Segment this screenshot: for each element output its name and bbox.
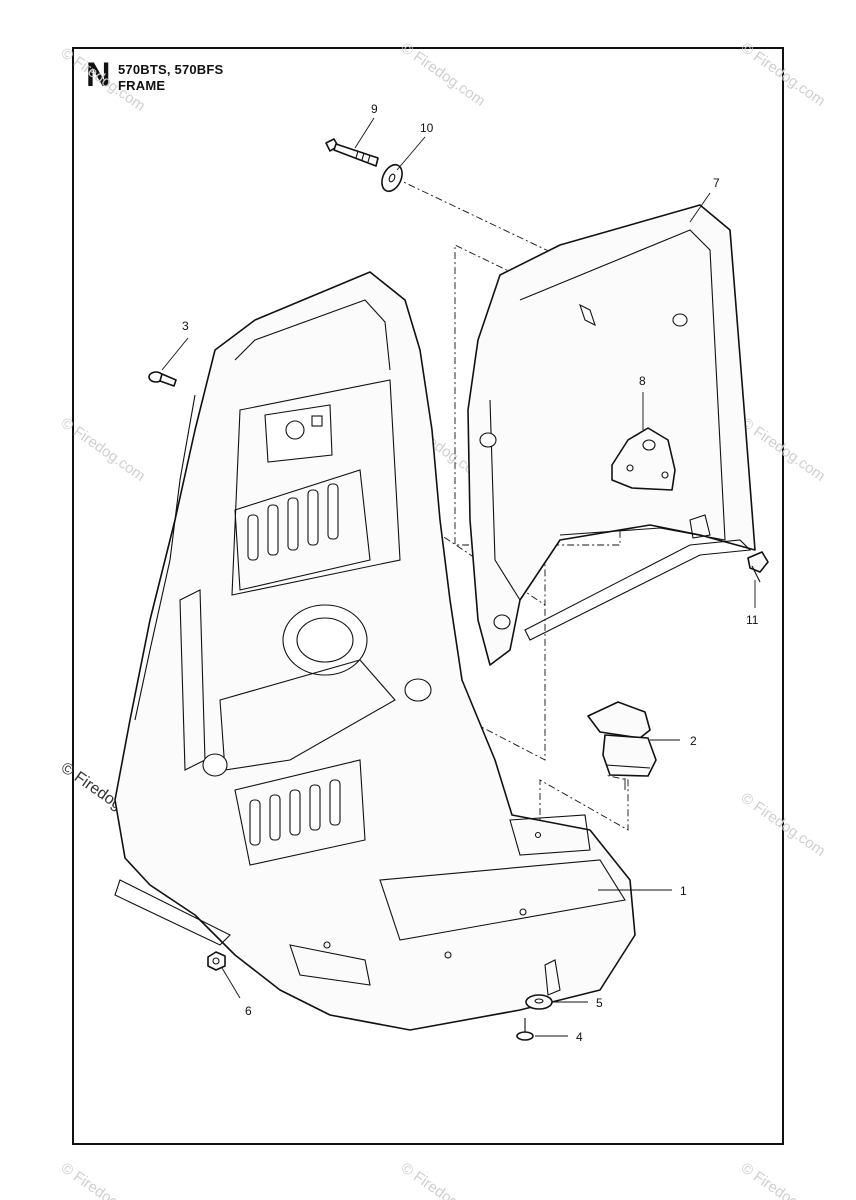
- callout-1: 1: [680, 884, 687, 898]
- frame-back-plate-part: [467, 204, 756, 666]
- screw-part-4: [516, 1018, 534, 1041]
- watermark: © Firedog.com: [398, 39, 489, 109]
- rubber-mount-part: [587, 701, 657, 790]
- callout-7: 7: [713, 176, 720, 190]
- bolt-part: [325, 138, 379, 167]
- watermark: © Firedog.com: [398, 1159, 489, 1200]
- damper-part: [611, 427, 676, 491]
- nut-part: [207, 951, 226, 971]
- callout-11: 11: [746, 613, 759, 627]
- callout-labels: 1 2 3 4 5 6 7 8 9 10 11: [182, 102, 759, 1044]
- section-letter: N: [86, 56, 111, 94]
- callout-6: 6: [245, 1004, 252, 1018]
- watermark: © Firedog.com: [738, 1159, 829, 1200]
- callout-5: 5: [596, 996, 603, 1010]
- washer-part: [381, 163, 403, 193]
- diagram-title: FRAME: [118, 78, 166, 93]
- watermark: © Firedog.com: [738, 39, 829, 109]
- clip-part: [747, 551, 769, 583]
- callout-10: 10: [420, 121, 434, 135]
- callout-8: 8: [639, 374, 646, 388]
- page-border: [72, 47, 784, 1145]
- watermark: © Firedog.com: [738, 789, 829, 859]
- washer-part-5: [525, 994, 553, 1010]
- callout-4: 4: [576, 1030, 583, 1044]
- callout-3: 3: [182, 319, 189, 333]
- model-numbers: 570BTS, 570BFS: [118, 62, 224, 77]
- callout-9: 9: [371, 102, 378, 116]
- backpack-frame-part: [114, 271, 636, 1031]
- watermark: © Firedog.com: [738, 414, 829, 484]
- leader-lines: [161, 117, 756, 1037]
- screw-part-3: [148, 371, 177, 387]
- callout-2: 2: [690, 734, 697, 748]
- watermark: © Firedog.com: [58, 44, 149, 114]
- watermark: © Firedog.com: [58, 414, 149, 484]
- watermark: © Firedog.com: [58, 1159, 149, 1200]
